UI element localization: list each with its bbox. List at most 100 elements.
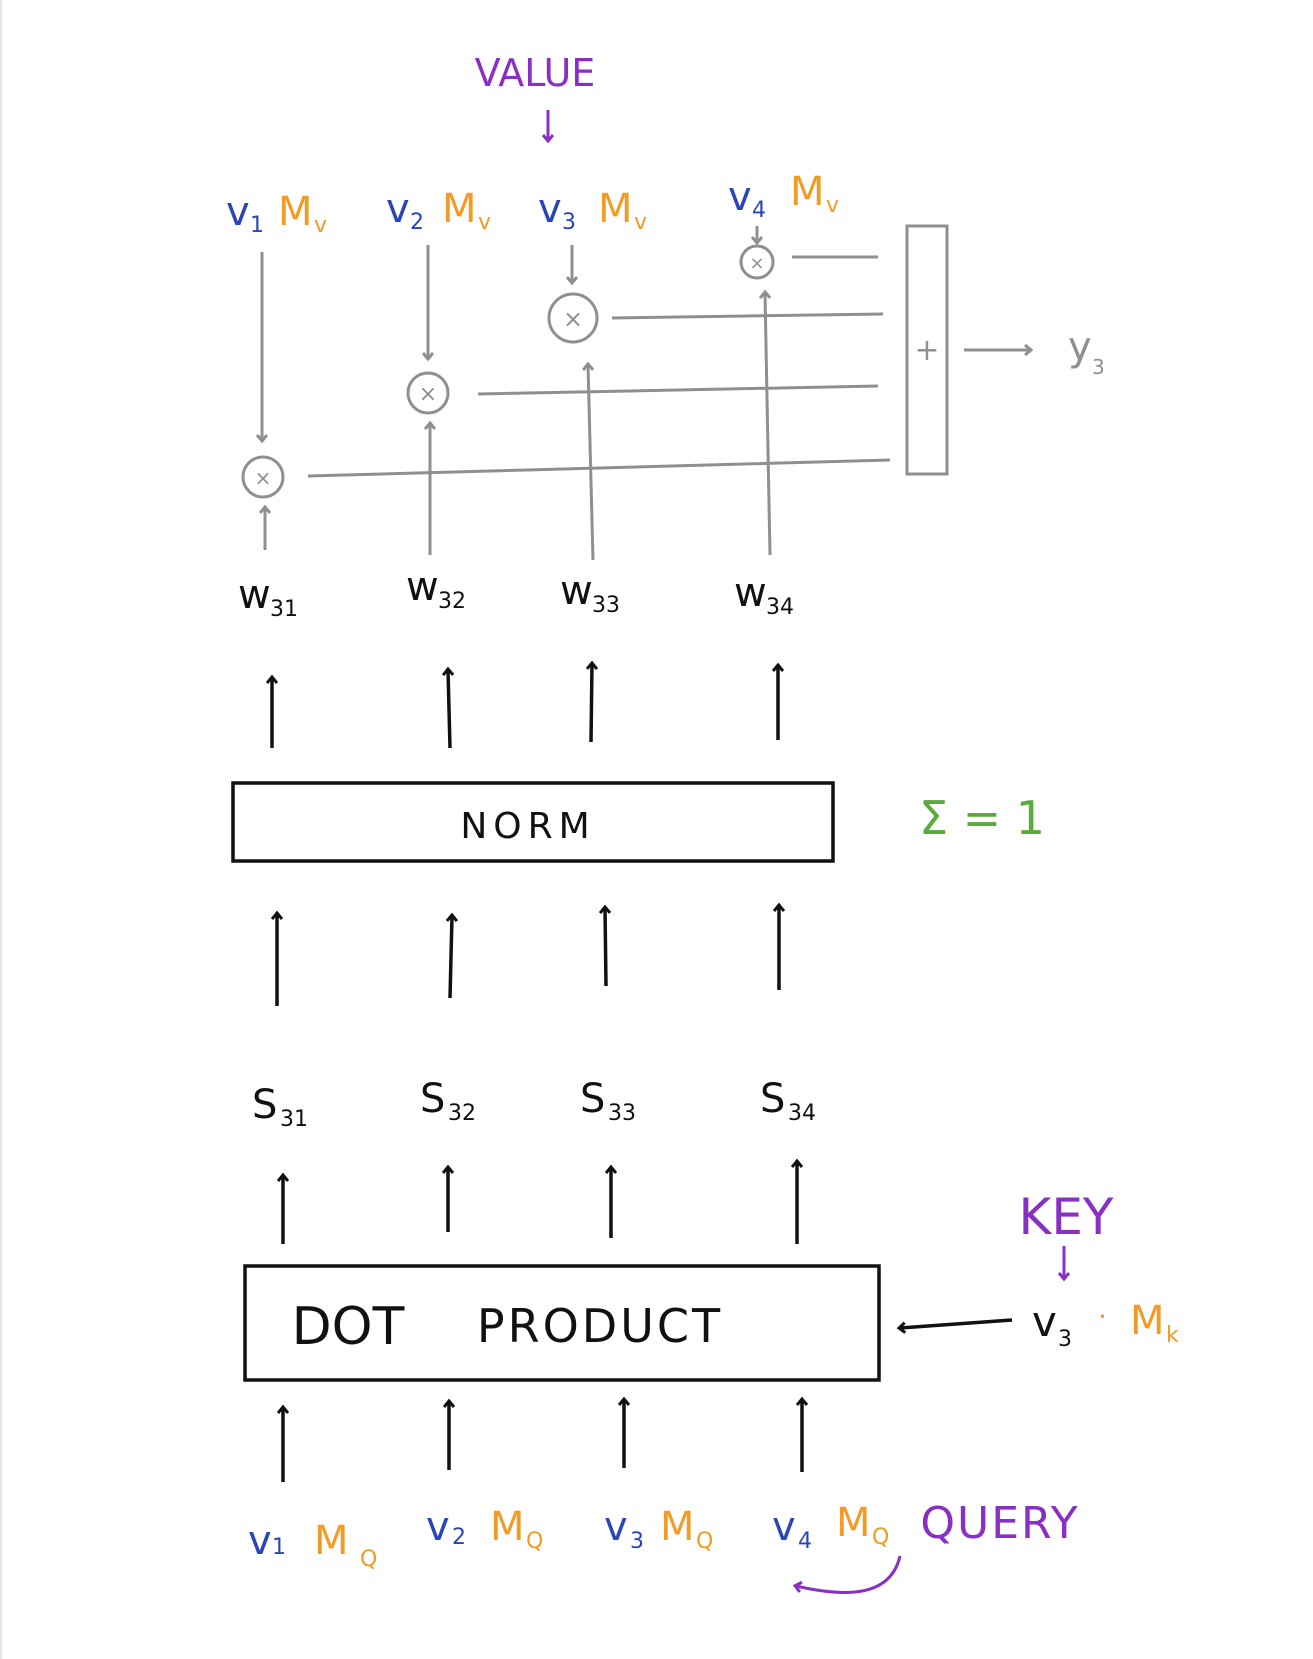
svg-text:v: v	[604, 1504, 628, 1550]
norm-to-w33-arrow	[591, 664, 592, 743]
multiply-symbol-2: ×	[419, 382, 437, 407]
svg-text:v: v	[1032, 1297, 1057, 1346]
svg-text:v: v	[826, 193, 839, 218]
svg-text:M: M	[314, 1518, 349, 1564]
query-input-4: v 4 M Q	[772, 1500, 889, 1554]
product2-line	[477, 384, 879, 396]
svg-text:v: v	[634, 210, 647, 235]
svg-text:v: v	[728, 174, 752, 220]
svg-text:v: v	[478, 210, 491, 235]
weight-w31: w 31	[238, 572, 298, 622]
product3-line	[611, 312, 884, 320]
svg-text:S: S	[760, 1076, 785, 1122]
svg-text:M: M	[836, 1500, 871, 1546]
multiply-node-3	[547, 292, 599, 344]
svg-text:y: y	[1068, 324, 1092, 370]
dot-label: DOT	[292, 1297, 405, 1357]
query-to-dot-arrows	[283, 1400, 802, 1482]
svg-text:33: 33	[608, 1101, 636, 1126]
svg-text:v: v	[386, 186, 410, 232]
svg-text:v: v	[226, 189, 250, 235]
query-input-2: v 2 M Q	[426, 1504, 543, 1554]
svg-text:M: M	[598, 186, 633, 232]
svg-text:·: ·	[1098, 1300, 1107, 1333]
norm-block	[231, 781, 835, 863]
value-annotation: VALUE	[475, 51, 596, 95]
svg-text:32: 32	[448, 1101, 476, 1126]
svg-text:M: M	[490, 1504, 525, 1550]
sum-to-one-annotation: Σ = 1	[919, 791, 1045, 845]
product1-line	[307, 458, 891, 478]
weighted-sum-section	[241, 224, 1030, 561]
svg-text:w: w	[238, 572, 271, 618]
svg-text:M: M	[278, 189, 313, 235]
svg-text:S: S	[252, 1082, 277, 1128]
svg-text:4: 4	[752, 198, 766, 223]
product-label: PRODUCT	[477, 1299, 723, 1353]
svg-text:M: M	[660, 1504, 695, 1550]
multiply-symbol-1: ×	[255, 466, 272, 490]
svg-text:1: 1	[272, 1535, 286, 1560]
score-s31: S 31	[252, 1082, 308, 1132]
key-to-dot-arrow	[900, 1318, 1013, 1328]
svg-text:2: 2	[410, 210, 424, 235]
norm-label: NORM	[460, 806, 595, 847]
svg-text:w: w	[406, 564, 439, 610]
svg-text:3: 3	[562, 210, 576, 235]
w34-to-mult4-arrow	[765, 293, 772, 556]
svg-text:34: 34	[766, 595, 794, 620]
dot-to-score-arrows	[283, 1162, 797, 1244]
svg-text:32: 32	[438, 589, 466, 614]
svg-text:M: M	[442, 186, 477, 232]
svg-text:1: 1	[250, 213, 264, 238]
weight-w32: w 32	[406, 564, 466, 614]
query-input-3: v 3 M Q	[604, 1504, 713, 1554]
svg-text:33: 33	[592, 593, 620, 618]
svg-text:w: w	[560, 568, 593, 614]
score-to-norm-arrows	[277, 906, 779, 1006]
norm-to-w32-arrow	[448, 670, 450, 749]
query-annotation: QUERY	[920, 1498, 1079, 1549]
svg-text:v: v	[426, 1504, 450, 1550]
s33-to-norm-arrow	[605, 908, 606, 987]
left-edge-line	[0, 0, 2, 1659]
multiply-symbol-3: ×	[563, 305, 583, 333]
key-input: v 3 · M k	[1032, 1297, 1179, 1352]
svg-text:34: 34	[788, 1101, 816, 1126]
score-s32: S 32	[420, 1076, 476, 1126]
query-input-1: v 1 M Q	[248, 1518, 377, 1572]
svg-text:3: 3	[1092, 355, 1105, 379]
w33-to-mult3-arrow	[588, 365, 595, 561]
value-input-3: v 3 M v	[538, 186, 647, 235]
svg-text:v: v	[248, 1518, 272, 1564]
svg-text:Q: Q	[360, 1547, 377, 1572]
svg-text:2: 2	[452, 1525, 466, 1550]
sum-symbol: +	[914, 333, 939, 368]
svg-text:3: 3	[630, 1529, 644, 1554]
output-y3: y 3	[1068, 324, 1105, 379]
svg-text:w: w	[734, 570, 767, 616]
svg-text:v: v	[538, 186, 562, 232]
svg-text:31: 31	[280, 1107, 308, 1132]
svg-text:k: k	[1166, 1323, 1179, 1348]
score-s34: S 34	[760, 1076, 816, 1126]
weight-w33: w 33	[560, 568, 620, 618]
value-input-4: v 4 M v	[728, 169, 839, 223]
svg-text:31: 31	[270, 597, 298, 622]
svg-text:Q: Q	[526, 1529, 543, 1554]
multiply-symbol-4: ×	[749, 253, 764, 274]
weight-w34: w 34	[734, 570, 794, 620]
multiply-node-2	[406, 371, 450, 415]
svg-text:4: 4	[798, 1529, 812, 1554]
norm-output-arrows	[272, 664, 778, 749]
svg-text:S: S	[420, 1076, 445, 1122]
value-input-1: v 1 M v	[226, 189, 327, 238]
score-s33: S 33	[580, 1076, 636, 1126]
multiply-node-1	[241, 455, 285, 499]
svg-text:Q: Q	[872, 1525, 889, 1550]
svg-text:S: S	[580, 1076, 605, 1122]
svg-text:Q: Q	[696, 1529, 713, 1554]
multiply-node-4	[739, 244, 775, 280]
s32-to-norm-arrow	[450, 916, 452, 999]
